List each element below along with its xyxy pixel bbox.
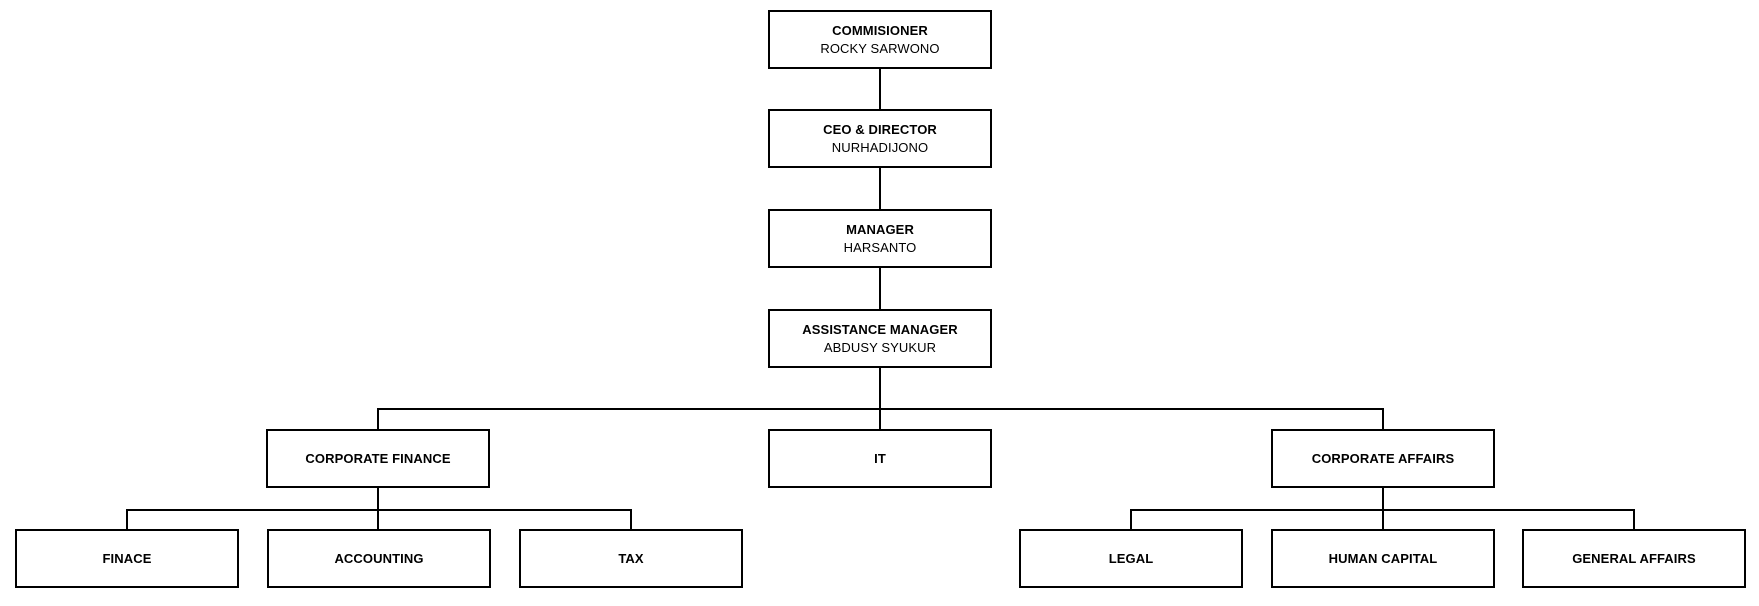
connector-ceo-manager xyxy=(879,168,881,209)
connector-finance-accounting xyxy=(377,488,379,529)
role-title: MANAGER xyxy=(846,221,914,237)
person-name: ABDUSY SYUKUR xyxy=(823,339,937,355)
department-label: LEGAL xyxy=(1108,550,1154,566)
role-title: ASSISTANCE MANAGER xyxy=(802,321,958,337)
org-node-general-affairs: GENERAL AFFAIRS xyxy=(1522,529,1746,588)
department-label: ACCOUNTING xyxy=(334,550,424,566)
org-node-corporate-finance: CORPORATE FINANCE xyxy=(266,429,490,488)
connector-stub-general-affairs xyxy=(1633,509,1635,529)
role-title: CEO & DIRECTOR xyxy=(823,121,937,137)
connector-departments-horizontal xyxy=(377,408,1384,410)
connector-manager-assistance xyxy=(879,268,881,309)
department-label: IT xyxy=(874,450,886,466)
connector-stub-corporate-affairs xyxy=(1382,408,1384,429)
org-node-manager: MANAGER HARSANTO xyxy=(768,209,992,268)
department-label: GENERAL AFFAIRS xyxy=(1572,550,1696,566)
org-node-legal: LEGAL xyxy=(1019,529,1243,588)
connector-stub-finace xyxy=(126,509,128,529)
org-node-accounting: ACCOUNTING xyxy=(267,529,491,588)
org-node-finace: FINACE xyxy=(15,529,239,588)
connector-affairs-human-capital xyxy=(1382,488,1384,529)
department-label: CORPORATE FINANCE xyxy=(305,450,451,466)
org-node-human-capital: HUMAN CAPITAL xyxy=(1271,529,1495,588)
connector-stub-tax xyxy=(630,509,632,529)
connector-affairs-children-horizontal xyxy=(1130,509,1635,511)
org-node-assistance-manager: ASSISTANCE MANAGER ABDUSY SYUKUR xyxy=(768,309,992,368)
org-node-ceo-director: CEO & DIRECTOR NURHADIJONO xyxy=(768,109,992,168)
department-label: FINACE xyxy=(102,550,152,566)
org-node-commisioner: COMMISIONER ROCKY SARWONO xyxy=(768,10,992,69)
role-title: COMMISIONER xyxy=(832,22,928,38)
connector-assistance-it xyxy=(879,368,881,429)
connector-stub-legal xyxy=(1130,509,1132,529)
department-label: CORPORATE AFFAIRS xyxy=(1311,450,1455,466)
connector-finance-children-horizontal xyxy=(126,509,632,511)
person-name: NURHADIJONO xyxy=(831,139,929,155)
connector-commisioner-ceo xyxy=(879,69,881,109)
org-node-corporate-affairs: CORPORATE AFFAIRS xyxy=(1271,429,1495,488)
person-name: ROCKY SARWONO xyxy=(820,40,940,56)
person-name: HARSANTO xyxy=(843,239,917,255)
connector-stub-corporate-finance xyxy=(377,408,379,429)
department-label: TAX xyxy=(618,550,644,566)
department-label: HUMAN CAPITAL xyxy=(1328,550,1438,566)
org-node-tax: TAX xyxy=(519,529,743,588)
org-node-it: IT xyxy=(768,429,992,488)
